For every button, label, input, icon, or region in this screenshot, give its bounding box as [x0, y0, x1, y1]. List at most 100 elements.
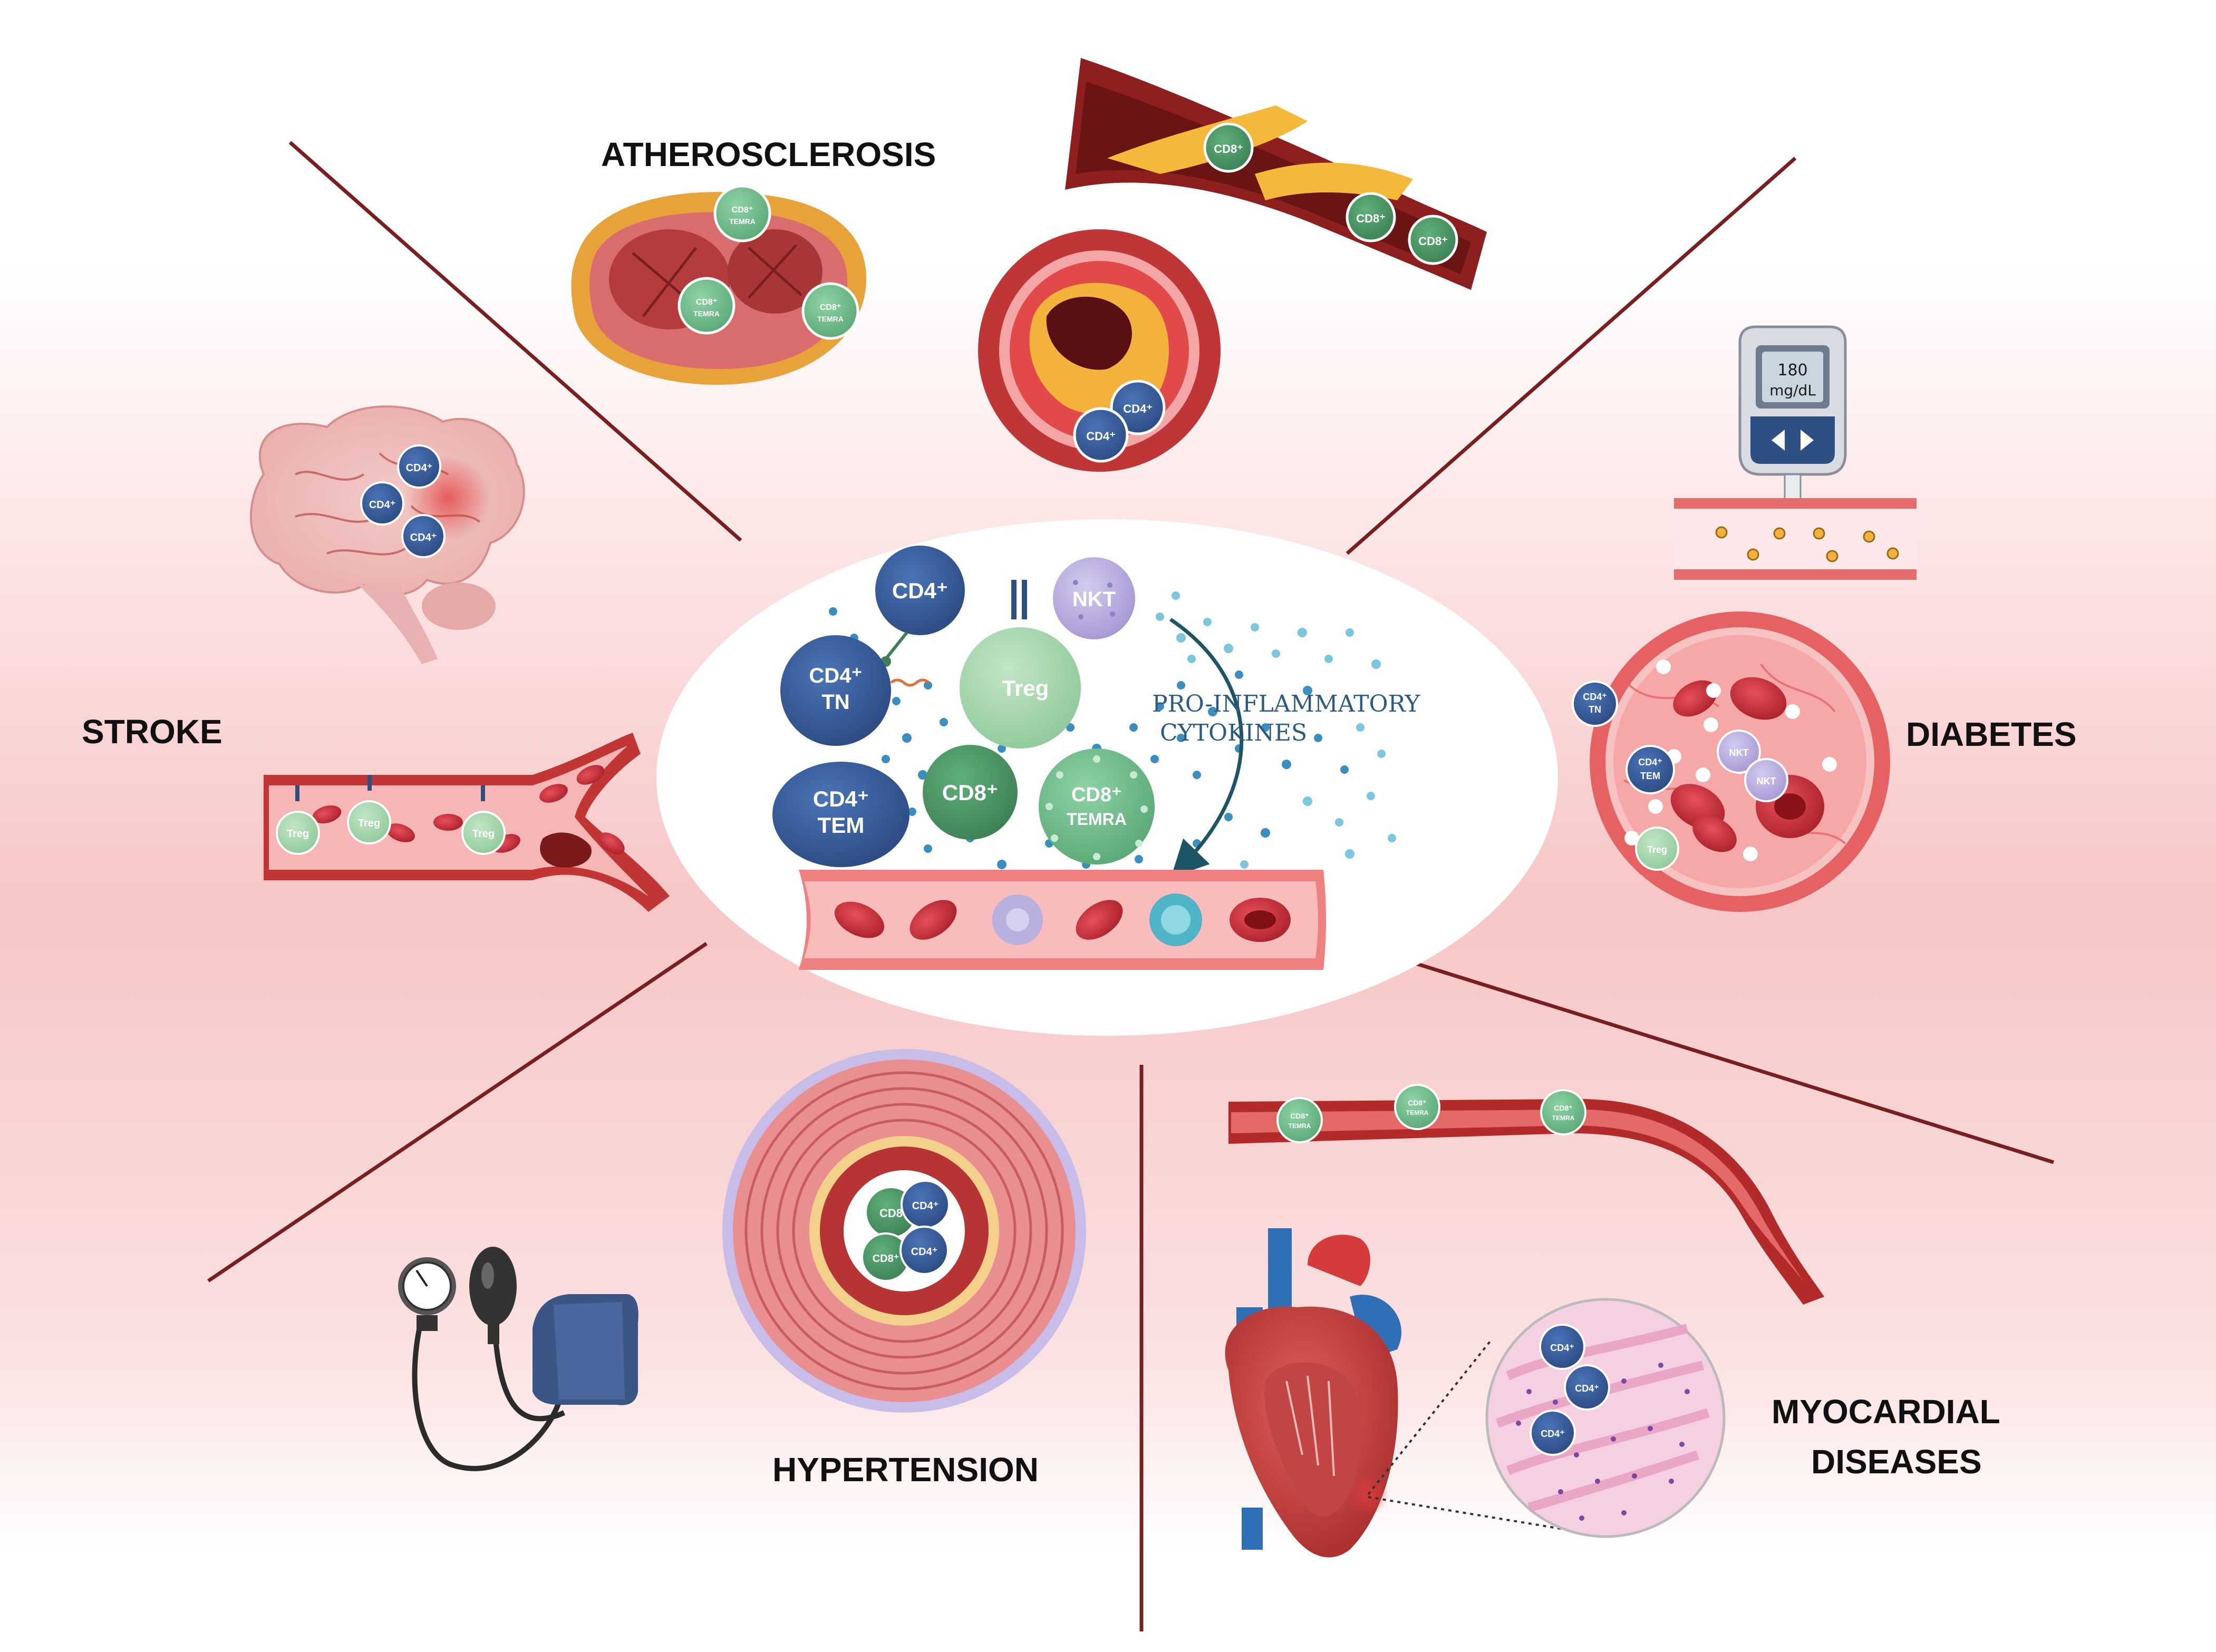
cytokines-label-line2: CYTOKINES	[1160, 720, 1307, 746]
tn-interaction-squiggle	[890, 678, 930, 687]
diab-cd4-tn: CD4⁺ TN	[1572, 681, 1618, 727]
diab-cd4-tn-label2: TN	[1589, 704, 1601, 715]
myo-cd4-2: CD4⁺	[1564, 1364, 1610, 1411]
hyp-cd8-2-label: CD8⁺	[873, 1253, 899, 1265]
cor-temra-1-a: CD8⁺	[1290, 1112, 1309, 1120]
artery-cd8-1: CD8⁺	[1203, 122, 1254, 173]
cell-cd4: CD4⁺	[875, 546, 965, 635]
label-hypertension: HYPERTENSION	[772, 1451, 1039, 1489]
hyp-cd8-2: CD8⁺	[861, 1232, 911, 1282]
hypertension-vessel-cross-section: CD8 CD8⁺ CD4⁺ CD4⁺	[722, 1049, 1086, 1413]
atheroscl-cell-temra-3-a: CD8⁺	[820, 303, 841, 312]
cell-cd4-tn-label2: TN	[821, 691, 849, 714]
central-blood-vessel	[799, 870, 1326, 970]
hyp-cd4-2-label: CD4⁺	[911, 1246, 938, 1258]
cor-temra-2: CD8⁺ TEMRA	[1394, 1084, 1440, 1130]
stroke-treg-3: Treg	[461, 785, 506, 855]
diab-nkt-1: NKT	[1717, 730, 1761, 774]
divider-lines	[207, 141, 2055, 1631]
brain-cd4-3: CD4⁺	[401, 514, 446, 558]
glucometer: 180 mg/dL	[1738, 325, 1847, 522]
migration-arrow	[1169, 618, 1244, 878]
cor-temra-3-b: TEMRA	[1552, 1114, 1575, 1122]
diab-cd4-tem-label2: TEM	[1640, 771, 1660, 781]
diab-cd4-tn-label1: CD4⁺	[1583, 692, 1607, 702]
artery-cd8-3: CD8⁺	[1408, 215, 1458, 265]
artery-cd8-2: CD8⁺	[1346, 192, 1396, 242]
cell-cd4-tem-label2: TEM	[818, 813, 865, 838]
diab-cd4-tem-label1: CD4⁺	[1638, 757, 1662, 767]
heart-cross-section: CD8⁺ TEMRA CD8⁺ TEMRA CD8⁺ TEMRA	[571, 184, 867, 385]
glucometer-value: 180	[1777, 361, 1807, 380]
cell-nkt-label: NKT	[1072, 588, 1116, 611]
label-stroke: STROKE	[82, 713, 222, 751]
brain-illustration: CD4⁺ CD4⁺ CD4⁺	[250, 405, 525, 664]
coronary-vessel: CD8⁺ TEMRA CD8⁺ TEMRA CD8⁺ TEMRA	[1228, 1084, 1824, 1305]
atheroscl-cell-temra-2-a: CD8⁺	[696, 298, 717, 307]
cross-cd4-2-label: CD4⁺	[1086, 430, 1116, 443]
blood-pressure-monitor	[398, 1247, 638, 1471]
cell-treg-label: Treg	[1002, 676, 1049, 701]
cell-cd8-temra-label1: CD8⁺	[1071, 784, 1122, 806]
hyp-cd4-1: CD4⁺	[901, 1180, 950, 1229]
cell-cd4-label: CD4⁺	[892, 578, 948, 603]
diab-nkt-2-label: NKT	[1757, 776, 1776, 786]
artery-cross-section: CD4⁺ CD4⁺	[978, 229, 1221, 472]
diab-nkt-1-label: NKT	[1729, 747, 1749, 758]
diab-treg-label: Treg	[1647, 844, 1667, 855]
brain-cd4-3-label: CD4⁺	[410, 532, 437, 543]
cell-nkt: NKT	[1053, 557, 1135, 639]
atheroscl-cell-temra-3-b: TEMRA	[817, 315, 844, 323]
diabetes-vessel-strip	[1674, 498, 1917, 580]
synapse-line	[884, 631, 908, 660]
cell-treg: Treg	[960, 580, 1081, 749]
label-atherosclerosis: ATHEROSCLEROSIS	[601, 135, 936, 173]
stroke-vessel: Treg Treg Treg	[264, 733, 670, 912]
myo-cd4-1: CD4⁺	[1539, 1324, 1585, 1370]
cell-cd8-temra: CD8⁺ TEMRA	[1039, 749, 1155, 864]
atheroscl-cell-temra-2: CD8⁺ TEMRA	[678, 277, 736, 335]
cell-cd8-label: CD8⁺	[942, 780, 998, 805]
cor-temra-2-a: CD8⁺	[1408, 1099, 1426, 1107]
cor-temra-3: CD8⁺ TEMRA	[1540, 1089, 1586, 1135]
label-myocardial-2: DISEASES	[1811, 1443, 1982, 1481]
zoom-lines	[1367, 1338, 1561, 1530]
label-diabetes: DIABETES	[1906, 715, 2077, 753]
hyp-cd4-2: CD4⁺	[899, 1226, 949, 1275]
atheroscl-cell-temra-1: CD8⁺ TEMRA	[713, 184, 771, 242]
heart-illustration	[1225, 1228, 1401, 1558]
stroke-treg-2: Treg	[347, 775, 391, 844]
atheroscl-cell-temra-2-b: TEMRA	[693, 309, 720, 318]
brain-cd4-2-label: CD4⁺	[369, 499, 396, 511]
artery-plaque-longitudinal: CD8⁺ CD8⁺ CD8⁺	[1065, 58, 1487, 290]
central-panel: CD4⁺ CD4⁺ TN CD4⁺ TEM NKT Treg	[656, 519, 1558, 1036]
artery-cd8-3-label: CD8⁺	[1418, 235, 1448, 248]
stroke-treg-2-label: Treg	[358, 818, 380, 829]
cell-cd8-temra-label2: TEMRA	[1067, 810, 1127, 829]
cell-cd4-tn-label1: CD4⁺	[809, 664, 862, 687]
brain-cd4-1: CD4⁺	[397, 444, 441, 489]
cor-temra-3-a: CD8⁺	[1554, 1104, 1572, 1112]
artery-cd8-1-label: CD8⁺	[1214, 142, 1243, 156]
myo-cd4-3-label: CD4⁺	[1541, 1429, 1565, 1439]
atheroscl-cell-temra-1-a: CD8⁺	[732, 206, 753, 215]
stroke-treg-3-label: Treg	[472, 828, 495, 840]
label-myocardial-1: MYOCARDIAL	[1772, 1393, 2000, 1431]
cytokines-label-line1: PRO-INFLAMMATORY	[1152, 691, 1420, 717]
histology-magnifier: CD4⁺ CD4⁺ CD4⁺	[1485, 1298, 1726, 1538]
hyp-cd4-1-label: CD4⁺	[912, 1200, 939, 1212]
cor-temra-2-b: TEMRA	[1406, 1109, 1429, 1116]
diabetes-vessel-cross-section: CD4⁺ TN CD4⁺ TEM NKT NKT Treg	[1572, 611, 1890, 912]
atheroscl-cell-temra-3: CD8⁺ TEMRA	[801, 282, 859, 340]
diab-nkt-2: NKT	[1744, 758, 1788, 802]
cross-cd4-1-label: CD4⁺	[1123, 402, 1153, 415]
glucometer-unit: mg/dL	[1769, 382, 1816, 399]
cor-temra-1: CD8⁺ TEMRA	[1276, 1097, 1323, 1143]
cell-cd4-tn: CD4⁺ TN	[780, 635, 891, 746]
cell-cd4-tem: CD4⁺ TEM	[772, 762, 909, 867]
diab-treg: Treg	[1635, 827, 1679, 871]
myo-cd4-1-label: CD4⁺	[1550, 1343, 1574, 1353]
cell-cd4-tem-label1: CD4⁺	[813, 786, 869, 811]
artery-cd8-2-label: CD8⁺	[1356, 212, 1386, 225]
